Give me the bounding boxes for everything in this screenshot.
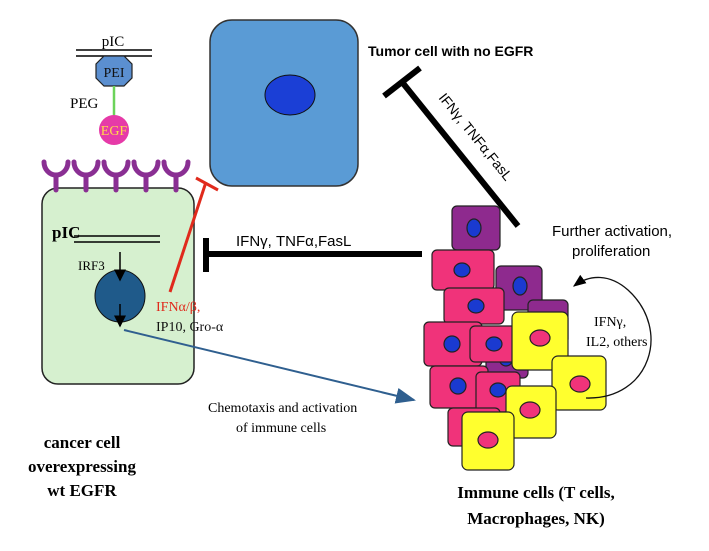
immune-caption-line1: Immune cells (T cells, [457, 483, 614, 502]
cancer-caption-line1: cancer cell [44, 433, 121, 452]
pic-cell-label: pIC [52, 223, 80, 242]
immune-nucleus [485, 336, 503, 352]
ip10-gro-label: IP10, Gro-α [156, 320, 224, 335]
inhibit-bar-tumor [382, 65, 422, 99]
immune-nucleus [569, 375, 591, 393]
egfr-receptors [41, 159, 191, 193]
chemotaxis-line2: of immune cells [236, 421, 326, 436]
immune-nucleus [466, 218, 482, 238]
immune-nucleus [489, 382, 507, 398]
immune-nucleus [512, 276, 528, 296]
pei-label: PEI [104, 66, 125, 81]
ifn-ab-label: IFNα/β, [156, 300, 200, 315]
immune-nucleus [477, 431, 499, 449]
immune-nucleus [519, 401, 541, 419]
peg-label: PEG [70, 96, 99, 112]
chemotaxis-arrow [123, 329, 416, 404]
further-activation-line1: Further activation, [552, 223, 672, 240]
inhibit-line-tumor [399, 80, 521, 228]
chemotaxis-line1: Chemotaxis and activation [208, 401, 357, 416]
tumor-nucleus [264, 74, 316, 116]
ifng-label-line2: IL2, others [586, 335, 647, 350]
pic-top-label: pIC [102, 34, 125, 50]
inhibit-bar-red [195, 176, 219, 192]
immune-caption-line2: Macrophages, NK) [467, 509, 605, 528]
feedback-arrow [572, 274, 652, 399]
immune-cell-cluster [423, 205, 607, 471]
immune-nucleus [443, 335, 461, 353]
further-activation-line2: proliferation [572, 243, 650, 260]
pei-shape [95, 55, 133, 87]
immune-nucleus [453, 262, 471, 278]
irf3-label: IRF3 [78, 258, 105, 273]
tumor-cell-label: Tumor cell with no EGFR [368, 43, 533, 59]
cancer-caption-line3: wt EGFR [47, 481, 117, 500]
egf-label: EGF [101, 124, 128, 139]
cancer-caption-line2: overexpressing [28, 457, 136, 476]
immune-nucleus [529, 329, 551, 347]
immune-nucleus [449, 377, 467, 395]
immune-nucleus [467, 298, 485, 314]
inhibit-line-red [168, 181, 208, 293]
egf-ligand [99, 115, 129, 145]
ifng-label-line1: IFNγ, [594, 315, 626, 330]
cytokines-label-horizontal: IFNγ, TNFα,FasL [236, 233, 351, 250]
